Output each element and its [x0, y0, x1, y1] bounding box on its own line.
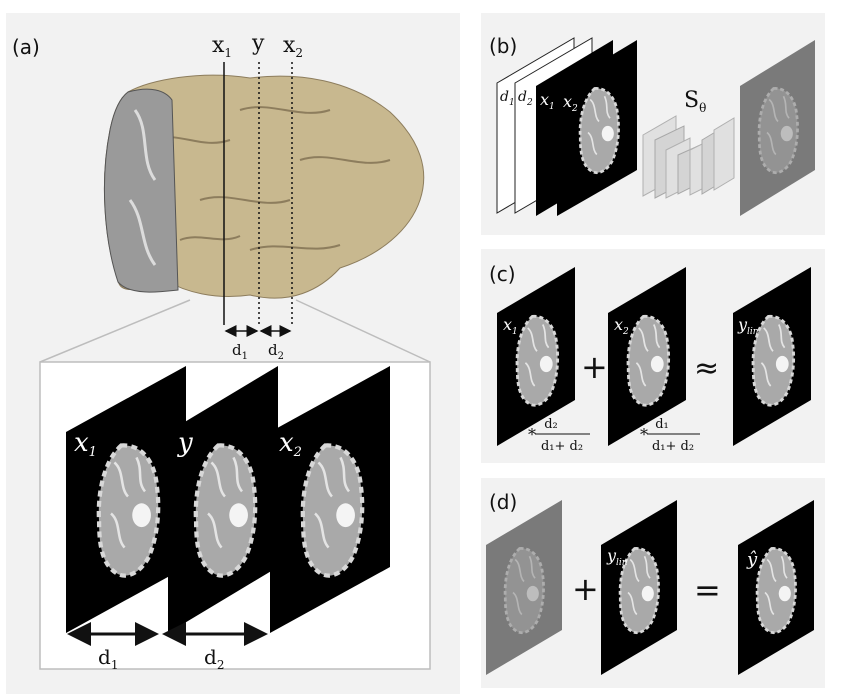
- d2-bottom-label: d2: [204, 645, 224, 672]
- weight-x2: * d₁ d₁+ d₂: [640, 417, 700, 454]
- equals-operator-d: =: [694, 571, 721, 609]
- slice-x2-zoom: x2: [270, 366, 390, 633]
- approx-operator-c: ≈: [694, 351, 719, 386]
- panel-c-label: (c): [489, 262, 516, 286]
- slice-yhat-d: ŷ: [738, 500, 814, 675]
- d1-channel-label: d1: [500, 89, 515, 108]
- input-stack: d1 d2 x1 x2: [496, 37, 637, 216]
- x1-channel-label: x1: [540, 90, 555, 112]
- d2-channel-label: d2: [518, 89, 533, 108]
- panel-a-label: (a): [12, 35, 40, 59]
- x1-top-label: x1: [212, 33, 232, 60]
- svg-text:x2: x2: [614, 315, 629, 337]
- weight-x1: * d₂ d₁+ d₂: [528, 417, 590, 454]
- svg-text:x1: x1: [503, 315, 518, 337]
- svg-text:d₁: d₁: [655, 417, 669, 432]
- plus-operator-d: +: [572, 570, 599, 608]
- svg-text:d₁+ d₂: d₁+ d₂: [541, 439, 583, 454]
- svg-text:ŷ: ŷ: [746, 549, 758, 570]
- plus-operator-c: +: [581, 348, 608, 386]
- x2-channel-label: x2: [563, 92, 578, 114]
- slice-y-zoom: y: [168, 366, 278, 633]
- panel-d-label: (d): [489, 490, 518, 514]
- zoom-lines: [39, 299, 431, 363]
- svg-text:d₂: d₂: [544, 417, 558, 432]
- slice-x1-c: x1: [497, 267, 575, 446]
- x2-top-label: x2: [283, 33, 303, 60]
- svg-text:y: y: [177, 428, 193, 458]
- svg-text:x2: x2: [279, 428, 302, 460]
- network-label: Sθ: [684, 88, 706, 115]
- residual-output: [740, 40, 815, 216]
- residual-d: [486, 500, 562, 675]
- slice-x2-c: x2: [608, 267, 686, 446]
- brain-3d-render: [103, 74, 425, 299]
- svg-text:*: *: [640, 425, 648, 444]
- d1-bottom-label: d1: [98, 645, 118, 672]
- y-top-label: y: [251, 31, 265, 56]
- svg-text:*: *: [528, 425, 536, 444]
- slice-ylin-d: ylin: [601, 500, 677, 675]
- slice-ylin-c: ylin: [733, 267, 811, 446]
- slice-x1-zoom: x1: [66, 366, 186, 633]
- svg-text:ylin: ylin: [737, 315, 759, 337]
- svg-text:x1: x1: [74, 428, 97, 460]
- network-blocks: [642, 115, 735, 199]
- panel-b-label: (b): [489, 34, 518, 58]
- d2-top-label: d2: [268, 341, 284, 362]
- d1-top-label: d1: [232, 341, 248, 362]
- svg-text:ylin: ylin: [606, 546, 628, 568]
- svg-text:d₁+ d₂: d₁+ d₂: [652, 439, 694, 454]
